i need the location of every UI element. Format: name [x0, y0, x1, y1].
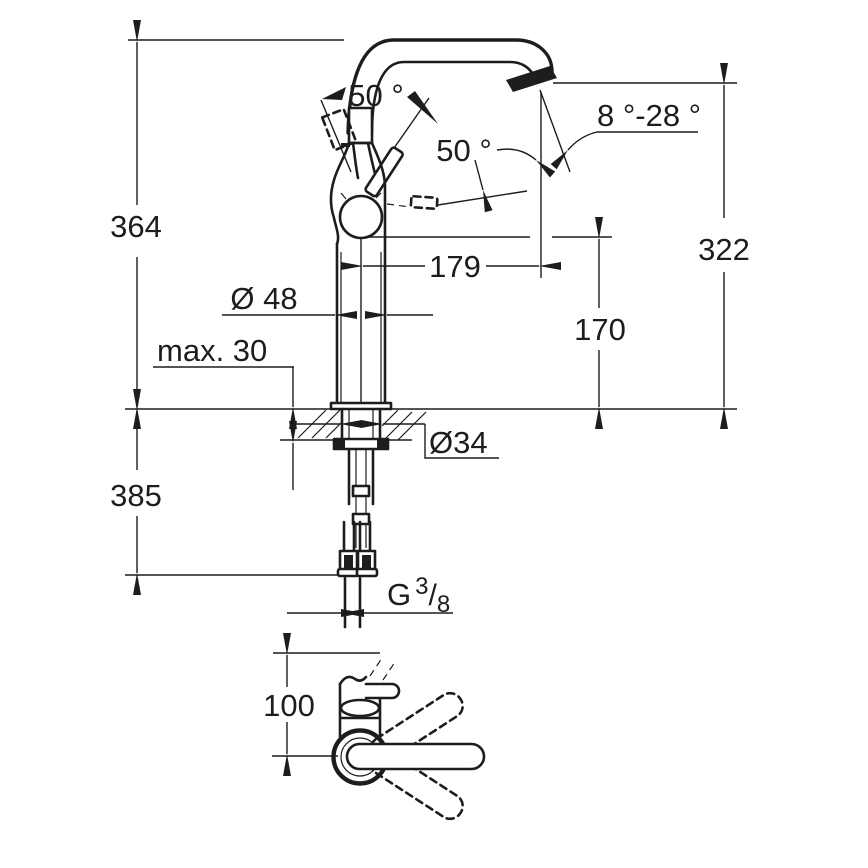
housing-right-contour	[370, 141, 387, 405]
lever-upright	[347, 106, 374, 145]
label-max30: max. 30	[157, 333, 267, 368]
dim-828-leader	[550, 131, 598, 170]
label-8-28: 8 °-28 °	[597, 98, 701, 133]
label-g38-denominator: 8	[437, 591, 450, 618]
lever-position-horizontal-dashed	[409, 194, 439, 211]
lever-left-outline	[320, 107, 358, 152]
angle-50-left-arrow-2	[407, 91, 438, 124]
dimension-lines	[133, 20, 728, 776]
hose-nut-left-core	[344, 555, 353, 568]
rod-section-mark-1	[351, 484, 371, 498]
dim-34-leader	[424, 424, 499, 459]
base-plate	[329, 401, 393, 411]
hose-nut-right-core	[362, 555, 371, 568]
lever-left-extension-line	[320, 99, 352, 173]
counter-hatching	[297, 409, 427, 441]
angle-50-left-arrow	[322, 87, 346, 100]
flange-cap-left	[334, 439, 345, 449]
hose-tubes	[342, 520, 372, 553]
plan-outlet	[364, 682, 401, 700]
label-o48: Ø 48	[230, 281, 297, 316]
plan-body-top-break	[338, 675, 368, 686]
label-364: 364	[110, 209, 162, 244]
label-g38-slash: /	[428, 579, 437, 612]
housing-left-contour	[329, 141, 351, 246]
spout-inner-contour	[370, 60, 537, 135]
plan-view	[331, 657, 486, 821]
lever-neck-left	[351, 141, 360, 180]
label-o34: Ø34	[429, 425, 488, 460]
plan-raised-lever-dashes	[369, 657, 396, 681]
spout-aerator-face	[506, 66, 557, 92]
plan-lever-solid	[345, 742, 486, 771]
label-g38-numerator: 3	[415, 573, 428, 600]
label-100: 100	[263, 688, 315, 723]
lever-horizontal-outline	[409, 194, 439, 211]
angle-50-right-arrow-down	[474, 159, 493, 213]
label-179: 179	[429, 249, 481, 284]
label-g38-prefix: G	[387, 577, 411, 612]
lever-position-left-dashed	[320, 107, 358, 152]
label-50-right: 50 °	[436, 133, 492, 168]
flange-cap-right	[377, 439, 388, 449]
label-50-left: 50 °	[348, 78, 404, 113]
label-322: 322	[698, 232, 750, 267]
cartridge-cap-circle	[338, 194, 384, 240]
lever-horizontal-dashes	[386, 203, 411, 208]
plan-lever-cap	[339, 698, 381, 718]
angle-50-right-arc	[496, 148, 556, 178]
lever-horizontal-extension-line	[437, 190, 528, 206]
hose-nut-left-base	[336, 567, 360, 578]
label-385: 385	[110, 478, 162, 513]
dimension-labels: 364 385 322 170 179 Ø 48 max. 30 Ø34 100…	[110, 78, 750, 723]
pivot-tick-right	[375, 192, 382, 199]
spout-outer-contour	[346, 38, 554, 135]
label-170: 170	[574, 312, 626, 347]
hose-nut-right-base	[355, 567, 379, 578]
pivot-tick-left	[340, 192, 347, 200]
faucet-elevation	[320, 38, 557, 411]
spout-angle-line	[539, 89, 571, 173]
